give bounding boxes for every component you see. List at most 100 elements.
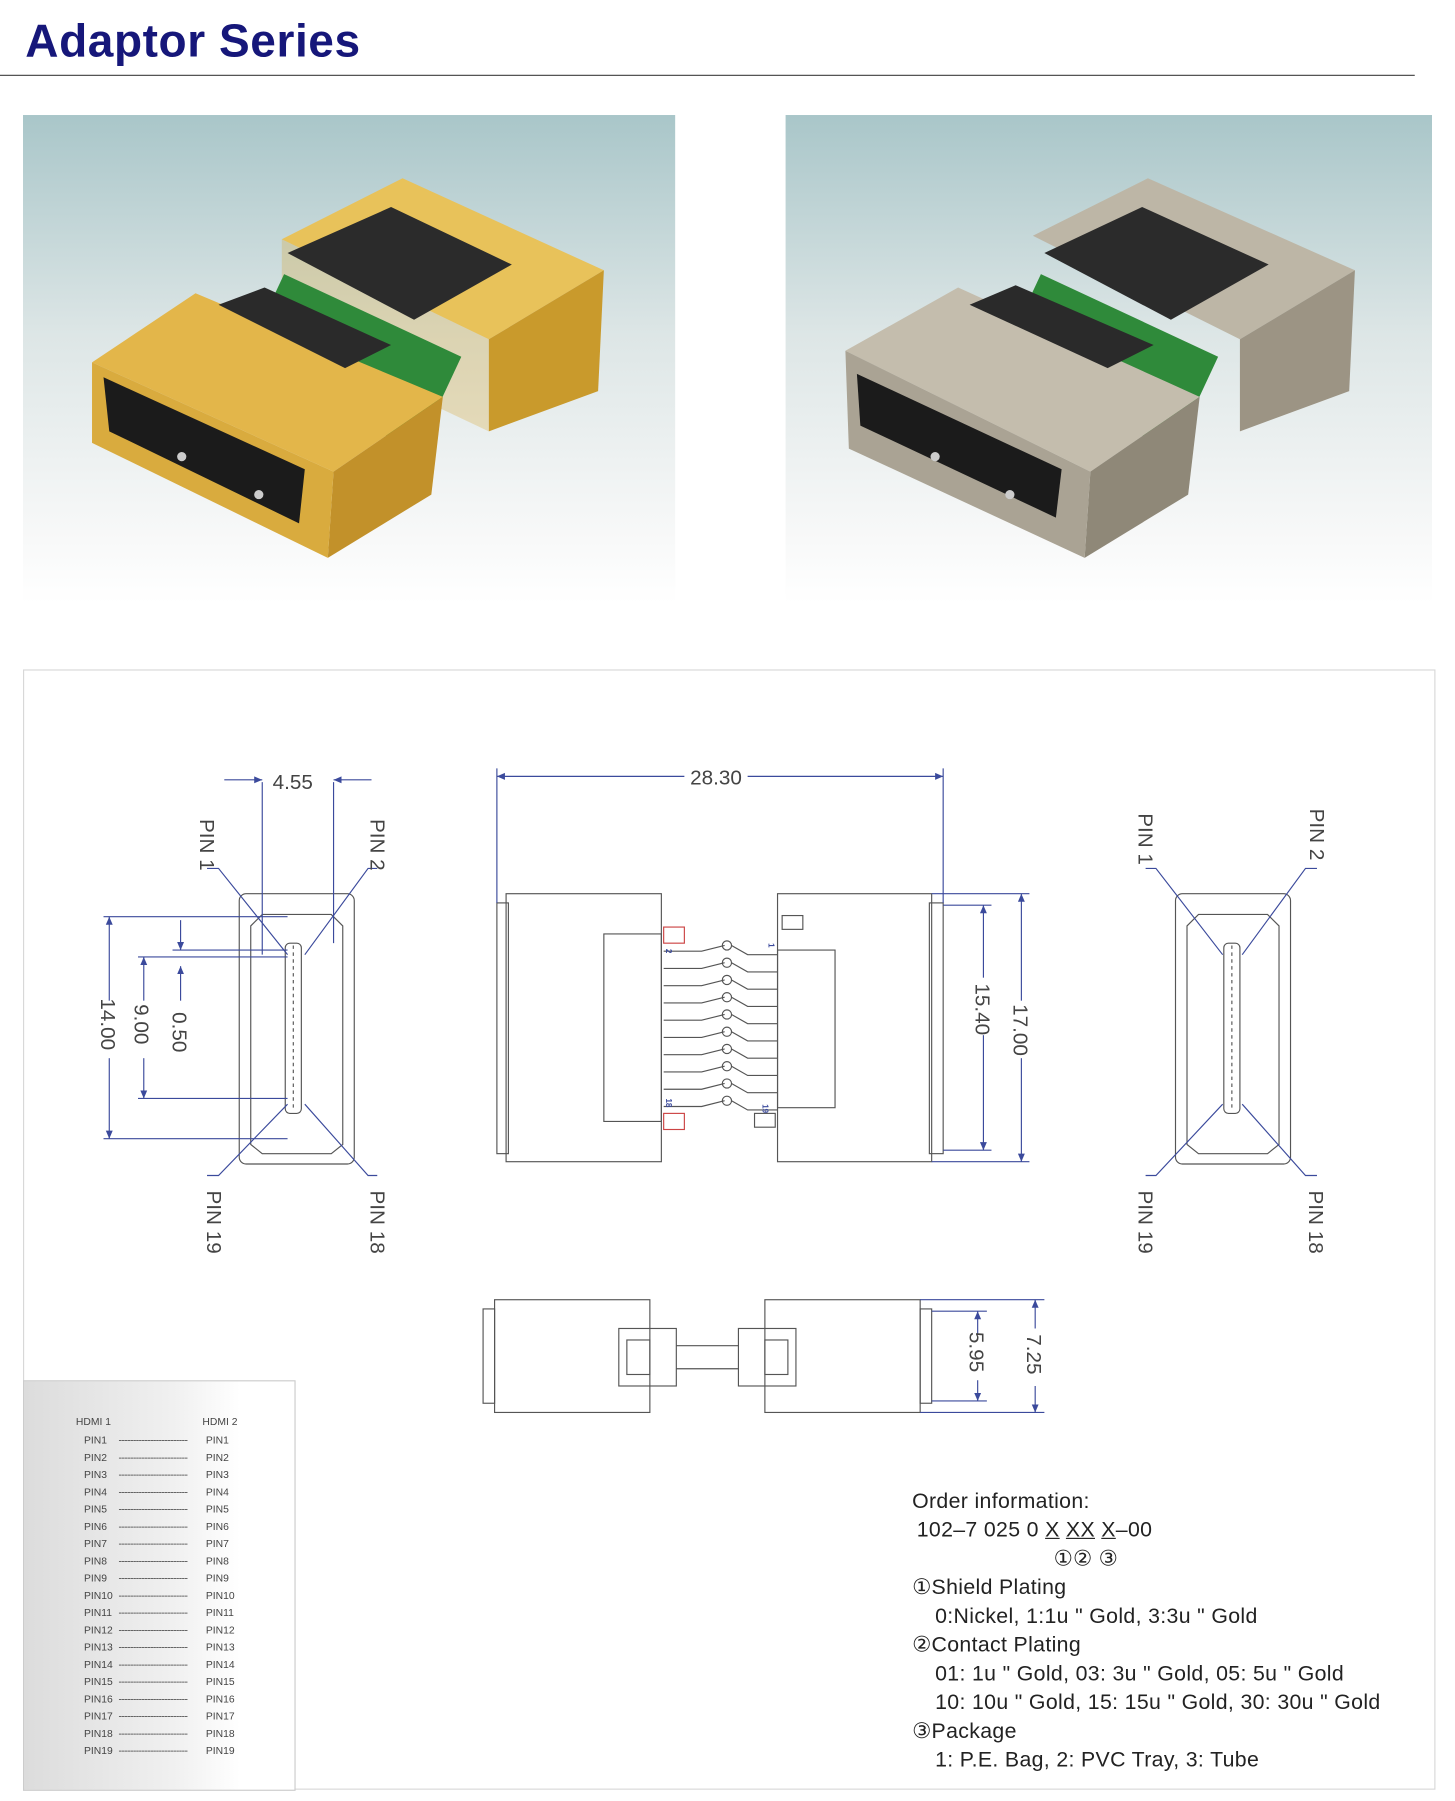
label-pin-18: PIN 18: [365, 1190, 388, 1253]
pin-right: PIN18: [205, 1727, 235, 1740]
pin-left: PIN16: [83, 1693, 113, 1705]
dim-28-30: 28.30: [690, 766, 742, 789]
order-information: Order information: 102–7 025 0 X XX X–00…: [912, 1486, 1380, 1774]
pin-connector-dashes: ------------------------: [118, 1520, 188, 1533]
pin-left: PIN18: [83, 1727, 113, 1740]
pin-left: PIN10: [83, 1589, 113, 1602]
pin-row: PIN5------------------------PIN5: [84, 1503, 280, 1515]
pin-connector-dashes: ------------------------: [118, 1589, 188, 1602]
title-divider: [0, 74, 1415, 76]
pin-connector-dashes: ------------------------: [118, 1727, 188, 1740]
pcb-trace: [663, 1013, 725, 1021]
pin-connector-dashes: ------------------------: [118, 1641, 188, 1653]
side-view-leaders: [1145, 867, 1317, 1177]
pin-connector-dashes: ------------------------: [118, 1537, 188, 1550]
front-view: [238, 893, 355, 1165]
pin-right: PIN12: [205, 1624, 235, 1636]
pcb-trace: [731, 1048, 778, 1059]
dim-9-00: 9.00: [130, 1004, 153, 1044]
pin-right: PIN5: [205, 1503, 229, 1515]
pin-left: PIN15: [83, 1675, 113, 1688]
contact-plating-options-1: 01: 1u " Gold, 03: 3u " Gold, 05: 5u " G…: [935, 1660, 1345, 1686]
pcb-trace: [663, 962, 725, 970]
pin-row: PIN16 ------------------------ PIN16: [84, 1693, 280, 1705]
pin-row: PIN6------------------------PIN6: [84, 1521, 280, 1533]
pin-connector-dashes: ------------------------: [118, 1693, 188, 1705]
pin-row: PIN9------------------------PIN9: [84, 1572, 280, 1584]
page-title: Adaptor Series: [25, 16, 361, 67]
side-label-pin-18: PIN 18: [1304, 1190, 1327, 1253]
pin-row: PIN19------------------------PIN19: [84, 1745, 280, 1757]
pcb-trace: [663, 979, 725, 987]
pin-row: PIN12 ------------------------ PIN12: [84, 1624, 280, 1636]
pin-connector-dashes: ------------------------: [118, 1606, 188, 1619]
pin-row: PIN15 ------------------------ PIN15: [84, 1676, 280, 1688]
pin-connector-dashes: ------------------------: [118, 1675, 188, 1688]
contact-plating-options-2: 10: 10u " Gold, 15: 15u " Gold, 30: 30u …: [935, 1689, 1381, 1714]
header-hdmi-2: HDMI 2: [202, 1415, 238, 1428]
side-label-pin-2: PIN 2: [1305, 809, 1328, 861]
pin-connector-dashes: ------------------------: [118, 1710, 188, 1722]
pin-row: PIN2------------------------PIN2: [84, 1452, 280, 1464]
pin-right: PIN3: [205, 1468, 229, 1481]
pin-right: PIN2: [205, 1451, 229, 1464]
pin-row: PIN4------------------------PIN4: [84, 1486, 280, 1498]
pin-right: PIN16: [205, 1693, 235, 1705]
pcb-trace: [663, 1082, 725, 1090]
pin-right: PIN6: [205, 1520, 229, 1533]
pin-left: PIN11: [83, 1606, 112, 1619]
pin-right: PIN10: [205, 1589, 235, 1602]
pcb-trace: [663, 944, 725, 952]
pin-left: PIN13: [83, 1641, 113, 1653]
pin-row: PIN1------------------------PIN1: [84, 1434, 280, 1446]
package-title: ③Package: [912, 1718, 1017, 1743]
pin-connector-dashes: ------------------------: [118, 1624, 188, 1636]
pcb-trace: [731, 1100, 778, 1111]
pin-left: PIN1: [83, 1434, 107, 1446]
pin-connector-dashes: ------------------------: [118, 1451, 188, 1464]
pin-mark-1: 1: [766, 943, 775, 948]
pin-right: PIN15: [205, 1675, 235, 1688]
dim-5-95: 5.95: [965, 1332, 988, 1372]
pin-left: PIN9: [83, 1572, 107, 1584]
pin-row: PIN14------------------------PIN14: [84, 1659, 280, 1671]
pcb-trace: [663, 996, 725, 1004]
pin-right: PIN7: [205, 1537, 229, 1550]
pcb-trace: [731, 1065, 778, 1077]
pin-right: PIN9: [205, 1572, 229, 1584]
pin-left: PIN17: [83, 1710, 113, 1722]
front-view-dimensions: [103, 776, 378, 1177]
pcb-trace: [731, 944, 778, 956]
pcb-trace: [731, 962, 778, 973]
dim-15-40: 15.40: [970, 983, 993, 1035]
pin-left: PIN5: [83, 1503, 107, 1515]
pcb-traces: [663, 940, 778, 1111]
pin-mark-18: 18: [664, 1098, 673, 1107]
dim-7-25: 7.25: [1022, 1334, 1045, 1374]
order-heading: Order information:: [912, 1488, 1090, 1513]
bottom-view: [482, 1299, 933, 1414]
pin-right: PIN17: [205, 1710, 235, 1722]
pcb-trace: [663, 1048, 725, 1056]
pin-connector-dashes: ------------------------: [118, 1744, 188, 1757]
pin-row: PIN18 ------------------------ PIN18: [84, 1728, 280, 1740]
pin-row: PIN8------------------------PIN8: [84, 1555, 280, 1567]
top-view: [496, 893, 944, 1163]
dim-4-55: 4.55: [273, 771, 313, 794]
dim-0-50: 0.50: [168, 1012, 191, 1052]
pin-left: PIN12: [83, 1624, 113, 1636]
dim-14-00: 14.00: [96, 998, 119, 1050]
pin-left: PIN14: [83, 1658, 113, 1671]
side-label-pin-1: PIN 1: [1134, 813, 1157, 865]
shield-plating-options: 0:Nickel, 1:1u " Gold, 3:3u " Gold: [935, 1603, 1258, 1628]
pin-right: PIN4: [205, 1486, 229, 1498]
pin-row: PIN7------------------------PIN7: [84, 1538, 280, 1550]
pin-mapping-table: HDMI 1 HDMI 2 PIN1----------------------…: [23, 1380, 296, 1791]
pcb-trace: [731, 1082, 778, 1094]
pcb-trace: [731, 979, 778, 990]
pin-connector-dashes: ------------------------: [118, 1555, 188, 1567]
package-options: 1: P.E. Bag, 2: PVC Tray, 3: Tube: [935, 1747, 1260, 1772]
photo-nickel-adaptor: [785, 115, 1432, 604]
